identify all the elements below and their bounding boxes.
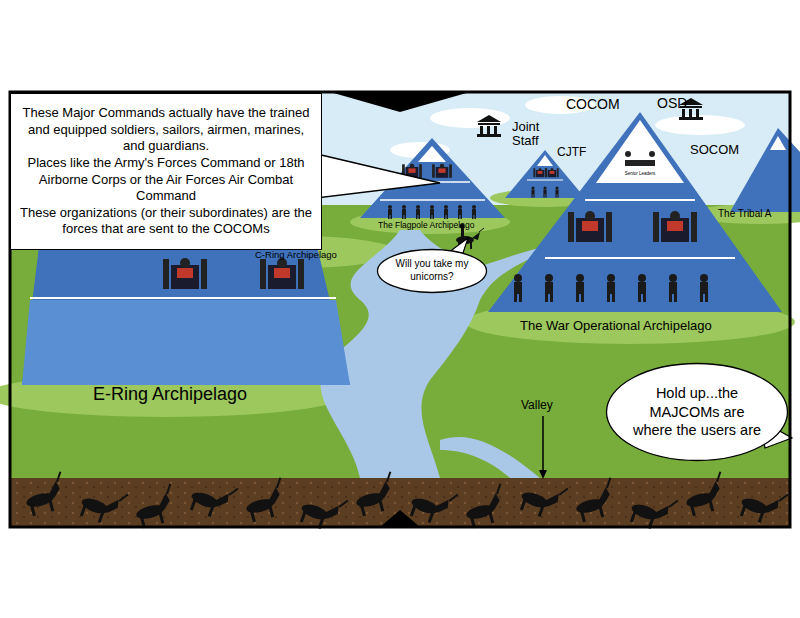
callout-text: Hold up...the MAJCOMs are where the user… bbox=[629, 384, 765, 440]
caption-box: These Major Commands actually have the t… bbox=[10, 93, 322, 250]
frame bbox=[10, 92, 790, 527]
map-label: E-Ring Archipelago bbox=[60, 385, 280, 405]
river-branch bbox=[440, 437, 540, 478]
senior-leader-apex bbox=[596, 120, 684, 183]
map-label: C-Ring Archipelago bbox=[255, 250, 355, 260]
callout-text: Places like the Army's Forces Command or… bbox=[16, 155, 316, 205]
binocular-notch bbox=[330, 92, 470, 112]
map-label: Valley bbox=[521, 399, 571, 412]
map-label: OSD bbox=[657, 96, 697, 111]
map-label: COCOM bbox=[566, 97, 626, 112]
map-label: The Flagpole Archipelago bbox=[378, 221, 488, 230]
speech-bubble: Hold up...the MAJCOMs are where the user… bbox=[605, 362, 789, 462]
soil bbox=[10, 478, 790, 527]
unicorn-silhouettes bbox=[21, 472, 788, 535]
map-label: The War Operational Archipelago bbox=[520, 319, 760, 333]
map-label: SOCOM bbox=[690, 143, 746, 157]
map-label: The Tribal A bbox=[718, 208, 798, 219]
callout-text: Will you take my unicorns? bbox=[390, 258, 474, 284]
sky bbox=[10, 92, 790, 527]
binocular-notch bbox=[380, 510, 420, 527]
map-label: CJTF bbox=[557, 146, 597, 159]
valley-pointer bbox=[542, 416, 544, 472]
map-label: Senior Leaders bbox=[613, 172, 667, 177]
callout-text: These Major Commands actually have the t… bbox=[16, 105, 316, 155]
e-ring-pyramid bbox=[22, 238, 350, 385]
speech-bubble: Will you take my unicorns? bbox=[376, 248, 488, 294]
map-label: Joint Staff bbox=[512, 120, 552, 149]
e-ring-band bbox=[22, 300, 350, 385]
callout-text: These organizations (or their subordinat… bbox=[16, 205, 316, 238]
